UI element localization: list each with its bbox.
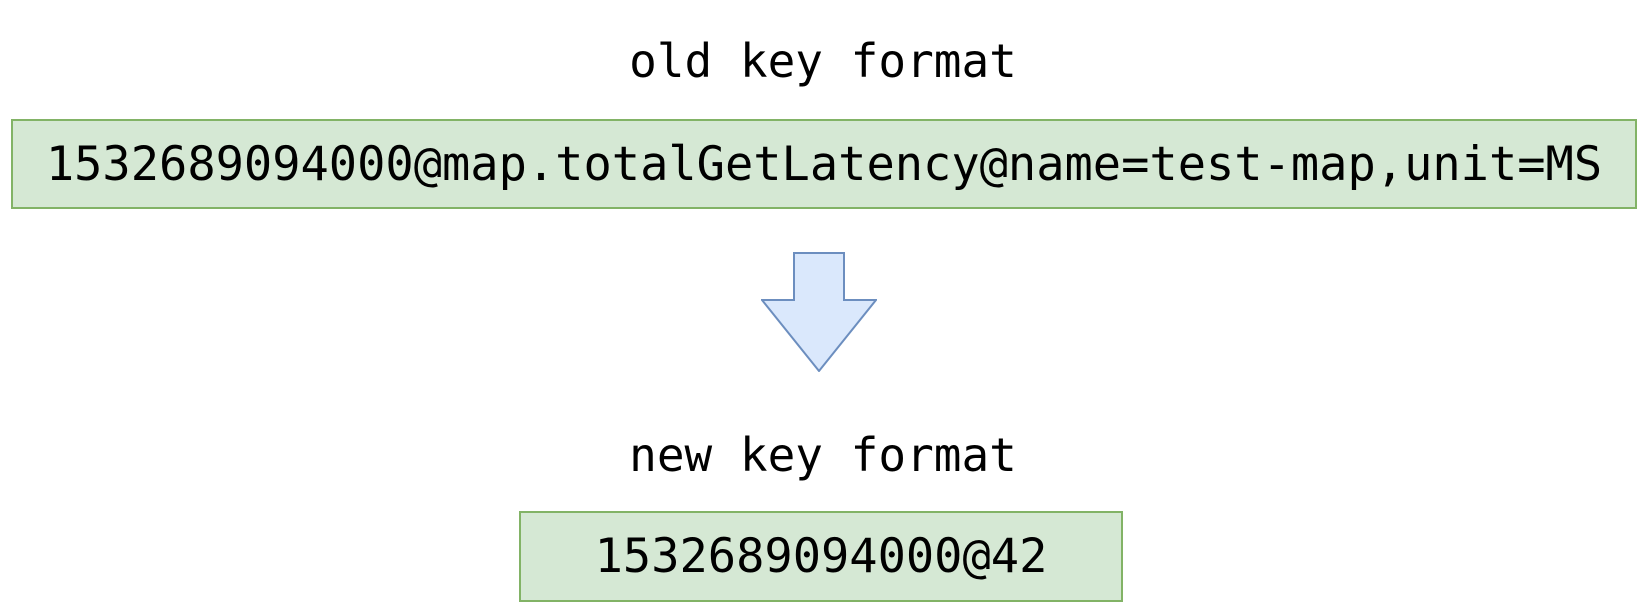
new-key-box: 1532689094000@42 bbox=[519, 511, 1123, 602]
old-key-box: 1532689094000@map.totalGetLatency@name=t… bbox=[11, 119, 1637, 209]
old-key-format-title: old key format bbox=[629, 34, 1017, 88]
new-key-text: 1532689094000@42 bbox=[594, 529, 1048, 584]
down-arrow-shape bbox=[761, 252, 877, 372]
new-key-format-title: new key format bbox=[629, 428, 1017, 482]
old-key-text: 1532689094000@map.totalGetLatency@name=t… bbox=[45, 136, 1603, 192]
down-arrow-icon bbox=[761, 252, 877, 372]
